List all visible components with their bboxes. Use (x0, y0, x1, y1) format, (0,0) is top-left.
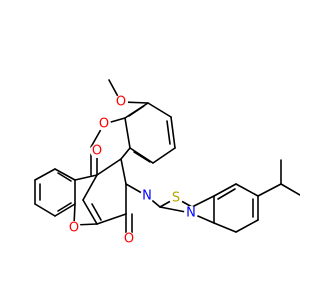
nitrogen-atom-label: N (142, 189, 152, 204)
oxygen-atom-label: O (99, 117, 109, 132)
oxygen-atom-label: O (69, 221, 79, 236)
oxygen-atom-label: O (92, 144, 102, 159)
sulfur-atom-label: S (172, 191, 180, 206)
bond-skeleton (34, 79, 300, 238)
nitrogen-atom-label: N (186, 206, 196, 221)
atom-label-backgrounds (67, 95, 198, 246)
molecule-canvas: O O O O O N N S (34, 79, 300, 247)
molecule-structure: O O O O O N N S (34, 79, 300, 247)
oxygen-atom-label: O (124, 232, 134, 247)
oxygen-atom-label: O (116, 95, 126, 110)
atom-labels: O O O O O N N S (69, 95, 196, 247)
